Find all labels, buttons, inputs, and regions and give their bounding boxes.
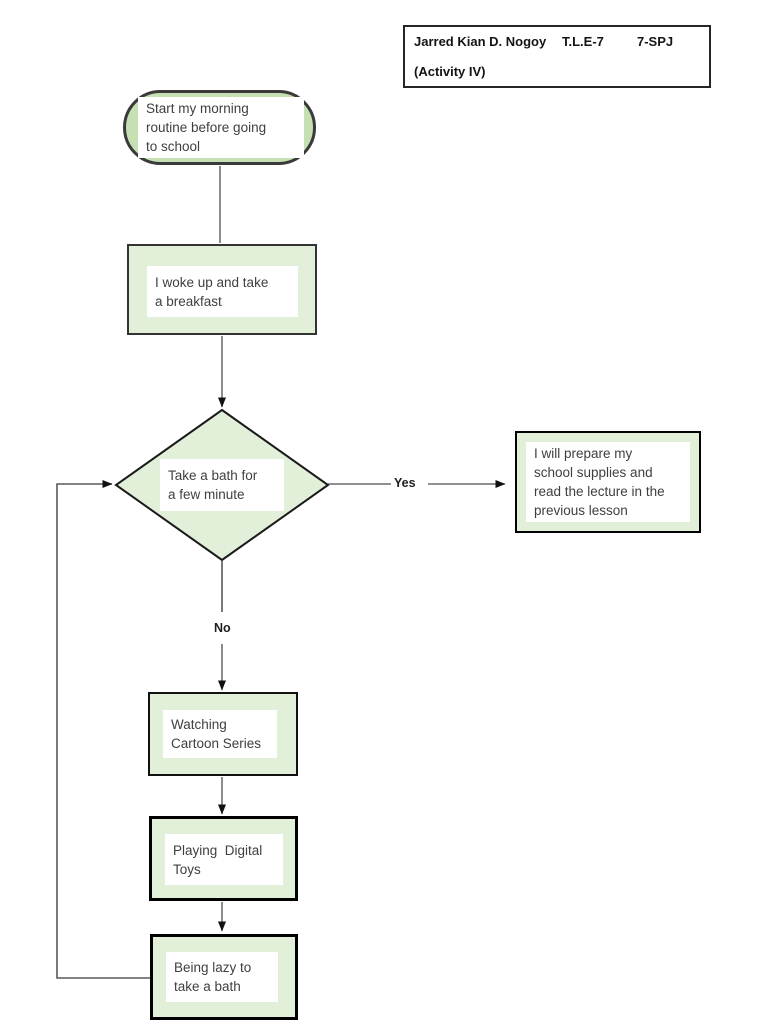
start-label: Start my morning routine before going to… bbox=[138, 97, 304, 158]
section-label: 7-SPJ bbox=[637, 34, 674, 49]
step-lazy-label: Being lazy to take a bath bbox=[166, 952, 278, 1002]
student-name: Jarred Kian D. Nogoy bbox=[414, 34, 547, 49]
step-cartoons-label: Watching Cartoon Series bbox=[163, 710, 277, 758]
connector-lazy-loop-to-decision bbox=[56, 480, 150, 979]
step-breakfast-label: I woke up and take a breakfast bbox=[147, 266, 298, 317]
activity-label: (Activity IV) bbox=[414, 64, 486, 79]
branch-yes-label: Yes bbox=[394, 476, 416, 490]
branch-no-label: No bbox=[214, 621, 231, 635]
step-toys-label: Playing Digital Toys bbox=[165, 834, 283, 885]
decision-bath-label: Take a bath for a few minute bbox=[160, 459, 284, 511]
outcome-prepare-label: I will prepare my school supplies and re… bbox=[526, 442, 690, 522]
header-box: Jarred Kian D. Nogoy T.L.E-7 7-SPJ (Acti… bbox=[403, 25, 711, 88]
subject-code: T.L.E-7 bbox=[562, 34, 604, 49]
